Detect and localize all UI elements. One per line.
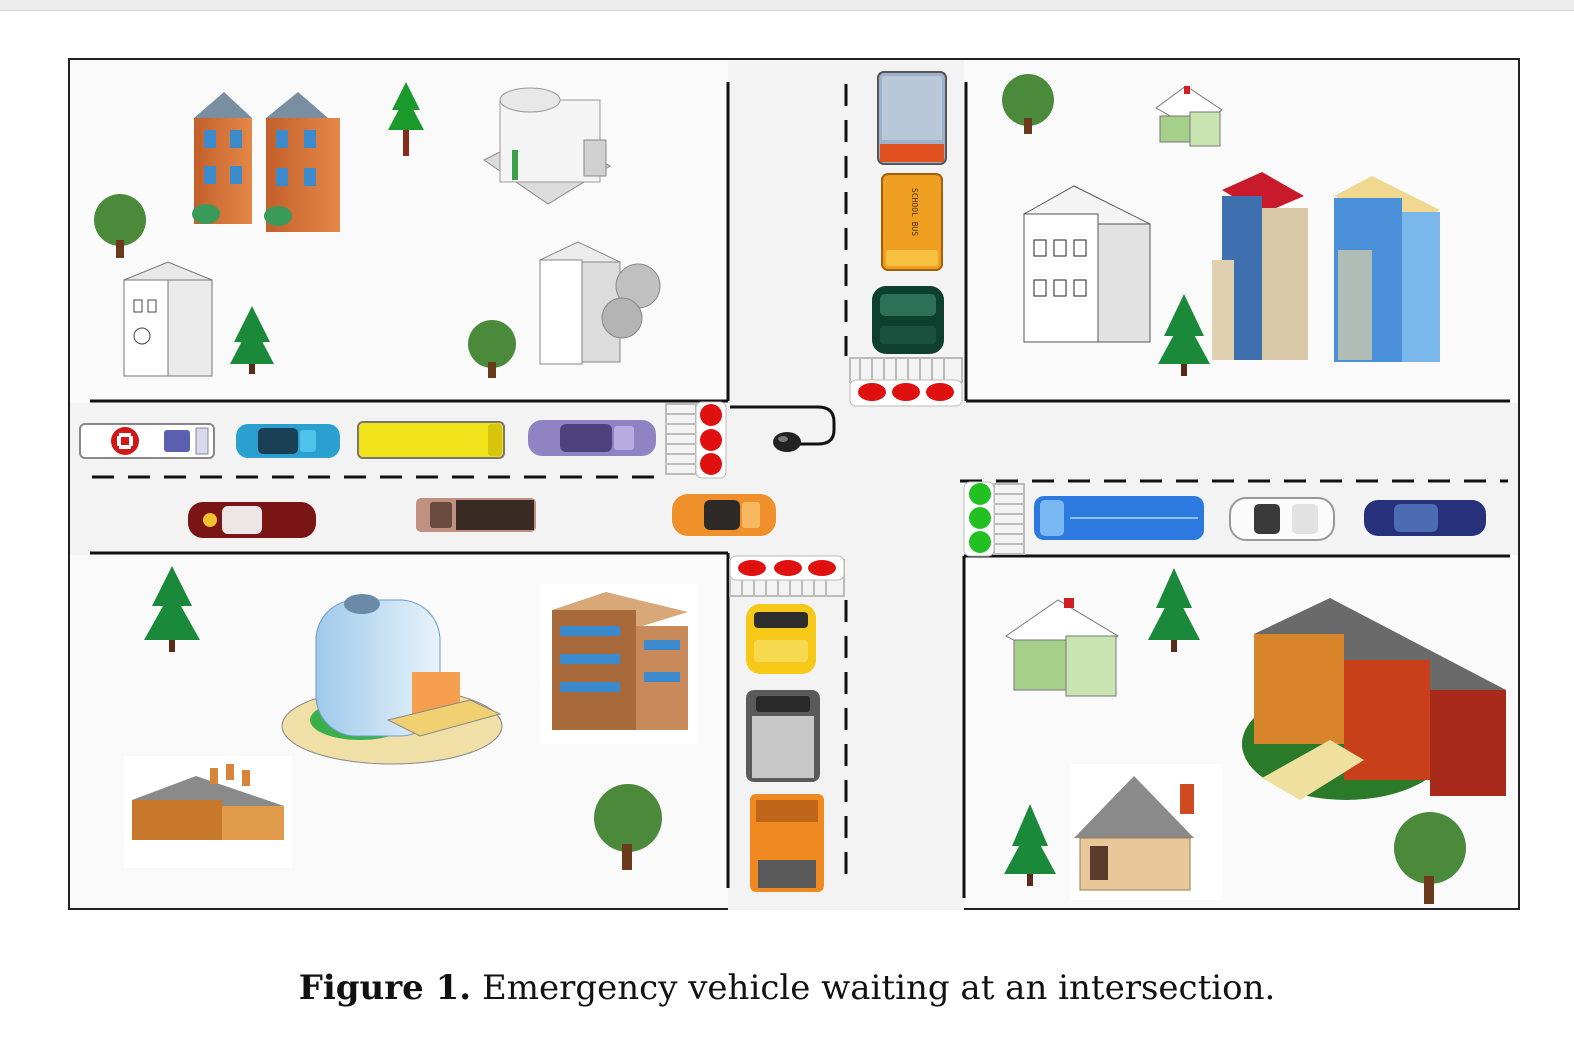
- factory-icon: [124, 756, 292, 868]
- car-icon: [1364, 500, 1486, 536]
- traffic-light-west: [695, 401, 727, 479]
- traffic-light-east: [963, 481, 995, 557]
- school-building-icon: [1242, 598, 1506, 800]
- tree-icon: [1158, 294, 1210, 376]
- tree-icon: [94, 194, 146, 258]
- skyscraper-icon: [1334, 176, 1440, 362]
- tree-icon: [594, 784, 662, 870]
- taxi-icon: [746, 604, 816, 674]
- truck-icon: [750, 794, 824, 892]
- sensor-icon: [730, 405, 836, 452]
- figure-caption: Figure 1. Emergency vehicle waiting at a…: [0, 968, 1574, 1008]
- office-building-icon: [483, 87, 611, 205]
- cabin-icon: [1070, 764, 1222, 900]
- traffic-light-south: [729, 555, 845, 581]
- house-icon: [1155, 85, 1223, 147]
- truck-icon: [416, 498, 536, 532]
- browser-top-bar: [0, 0, 1574, 11]
- skyscraper-icon: [281, 594, 503, 765]
- ambulance-icon: [79, 423, 215, 459]
- truck-icon: [746, 690, 820, 782]
- car-icon: [528, 420, 656, 456]
- tree-icon: [1148, 568, 1200, 652]
- car-icon: [236, 424, 340, 458]
- tree-icon: [230, 306, 274, 374]
- tree-icon: [388, 82, 424, 156]
- office-building-icon: [1022, 185, 1152, 343]
- bus-icon: [357, 421, 505, 459]
- office-building-icon: [540, 584, 698, 744]
- tree-icon: [468, 320, 516, 378]
- tree-icon: [1394, 812, 1466, 904]
- caption-text: Emergency vehicle waiting at an intersec…: [481, 968, 1276, 1008]
- skyscraper-icon: [1212, 172, 1308, 360]
- car-icon: [1229, 497, 1335, 541]
- tree-icon: [1004, 804, 1056, 886]
- car-icon: [872, 286, 944, 354]
- car-icon: [188, 502, 316, 538]
- office-building-icon: [538, 241, 661, 365]
- bank-building-icon: [122, 261, 214, 377]
- house-icon: [1005, 598, 1119, 697]
- townhouse-icon: [264, 92, 340, 232]
- car-icon: [672, 494, 776, 536]
- school-bus-label: SCHOOL BUS: [910, 188, 919, 236]
- tree-icon: [144, 566, 200, 652]
- townhouse-icon: [192, 92, 252, 224]
- figure-label: Figure 1.: [298, 968, 472, 1008]
- bus-icon: [1034, 496, 1204, 540]
- traffic-light-north: [849, 379, 963, 407]
- truck-icon: [877, 71, 947, 165]
- tree-icon: [1002, 74, 1054, 134]
- school-bus-icon: SCHOOL BUS: [881, 173, 943, 271]
